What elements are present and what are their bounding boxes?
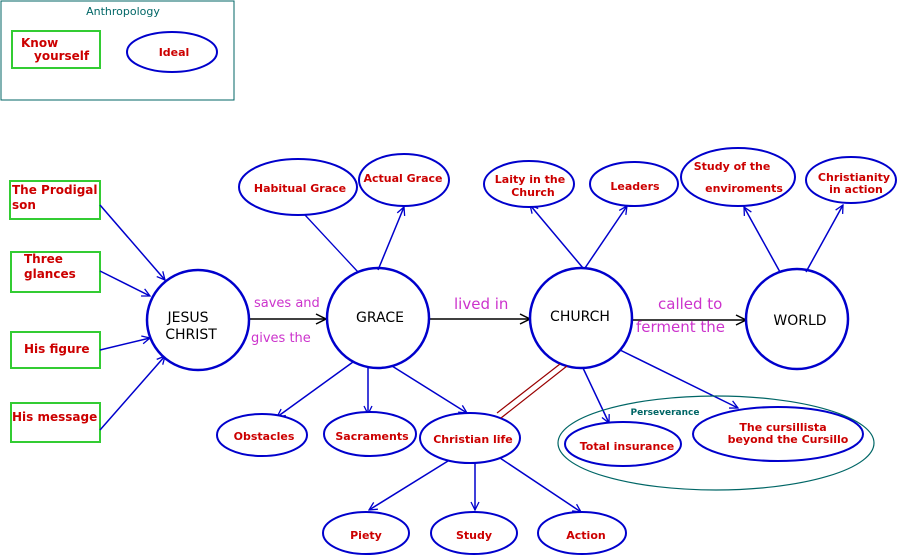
- study-label: Study: [456, 529, 492, 542]
- arrow-grace-actual: [377, 207, 404, 271]
- arrow-church-laity: [530, 205, 584, 269]
- jesus-label-1: JESUS: [167, 310, 209, 326]
- line-grace-habitual: [304, 214, 359, 273]
- perseverance-region: [557, 395, 875, 491]
- know-yourself-label-1: Know: [21, 36, 58, 50]
- sacraments-label: Sacraments: [335, 430, 409, 443]
- arrow-glances-jesus: [99, 270, 150, 297]
- anthropology-frame: [0, 0, 235, 101]
- anthropology-title: Anthropology: [86, 5, 160, 18]
- jesus-christ-node: [145, 268, 251, 372]
- actual-grace-label: Actual Grace: [363, 172, 442, 185]
- leaders-label: Leaders: [610, 180, 660, 193]
- action-node: [537, 511, 627, 555]
- actual-grace-node: [358, 153, 450, 207]
- christianity-node: [805, 156, 897, 204]
- study-env-label-2: enviroments: [705, 182, 783, 195]
- habitual-grace-label: Habitual Grace: [254, 182, 346, 195]
- arrow-figure-jesus: [99, 338, 150, 351]
- arrow-church-leaders: [584, 206, 627, 269]
- label-lived-in: lived in: [454, 295, 508, 313]
- cursillista-node: [692, 406, 864, 462]
- three-glances-label-1: Three: [24, 252, 63, 266]
- three-glances-label-2: glances: [24, 267, 76, 281]
- piety-node: [322, 511, 410, 555]
- label-saves-and: saves and: [254, 296, 320, 311]
- total-insurance-node: [564, 421, 682, 467]
- obstacles-label: Obstacles: [234, 430, 295, 443]
- ideal-label: Ideal: [159, 46, 190, 59]
- church-node: [528, 266, 634, 370]
- laity-label-2: Church: [511, 186, 555, 199]
- action-label: Action: [566, 529, 605, 542]
- arrow-church-total-insurance: [582, 367, 609, 423]
- cursillista-label-2: beyond the Cursillo: [728, 433, 849, 446]
- christian-life-label: Christian life: [433, 433, 513, 446]
- prodigal-label-2: son: [12, 198, 36, 212]
- arrow-church-cursillista: [619, 349, 738, 408]
- arrow-christian-action: [499, 457, 581, 512]
- perseverance-label: Perseverance: [631, 408, 700, 418]
- leaders-node: [589, 161, 679, 207]
- arrow-grace-obstacles: [277, 361, 354, 417]
- piety-label: Piety: [350, 529, 382, 542]
- arrow-message-jesus: [99, 356, 165, 431]
- obstacles-node: [216, 413, 308, 457]
- study-node: [430, 511, 518, 555]
- study-env-label-1: Study of the: [694, 160, 771, 173]
- arrow-christian-piety: [369, 460, 449, 510]
- grace-label: GRACE: [356, 310, 404, 326]
- laity-node: [483, 160, 575, 208]
- church-label: CHURCH: [550, 309, 610, 325]
- ideal-node: [126, 31, 218, 73]
- label-called-to: called to: [658, 295, 722, 313]
- know-yourself-label-2: yourself: [34, 49, 90, 63]
- his-figure-label: His figure: [24, 342, 90, 356]
- prodigal-label-1: The Prodigal: [12, 183, 98, 197]
- habitual-grace-node: [238, 158, 358, 216]
- jesus-label-2: CHRIST: [165, 327, 217, 343]
- three-glances-box: [10, 251, 101, 293]
- sacraments-node: [323, 411, 417, 457]
- christianity-label-2: in action: [829, 183, 883, 196]
- arrow-world-christianity: [805, 205, 843, 273]
- laity-label-1: Laity in the: [495, 173, 565, 186]
- know-yourself-box: [11, 30, 101, 69]
- world-node: [744, 267, 850, 371]
- arrow-grace-christian-life: [391, 365, 467, 413]
- his-message-box: [10, 402, 101, 443]
- label-gives-the: gives the: [251, 331, 311, 346]
- prodigal-son-box: [9, 180, 101, 220]
- study-env-node: [680, 147, 796, 207]
- cursillista-label-1: The cursillista: [739, 421, 826, 434]
- world-label: WORLD: [773, 313, 826, 329]
- arrow-prodigal-jesus: [99, 204, 165, 280]
- his-message-label: His message: [12, 410, 97, 424]
- arrow-world-study-env: [744, 207, 781, 273]
- grace-node: [325, 266, 431, 370]
- christian-life-node: [419, 412, 521, 464]
- link-church-christian-life-b: [500, 365, 568, 419]
- label-ferment-the: ferment the: [636, 318, 725, 336]
- his-figure-box: [10, 331, 101, 369]
- link-church-christian-life-a: [496, 363, 561, 414]
- total-insurance-label: Total insurance: [580, 440, 675, 453]
- christianity-label-1: Christianity: [818, 171, 890, 184]
